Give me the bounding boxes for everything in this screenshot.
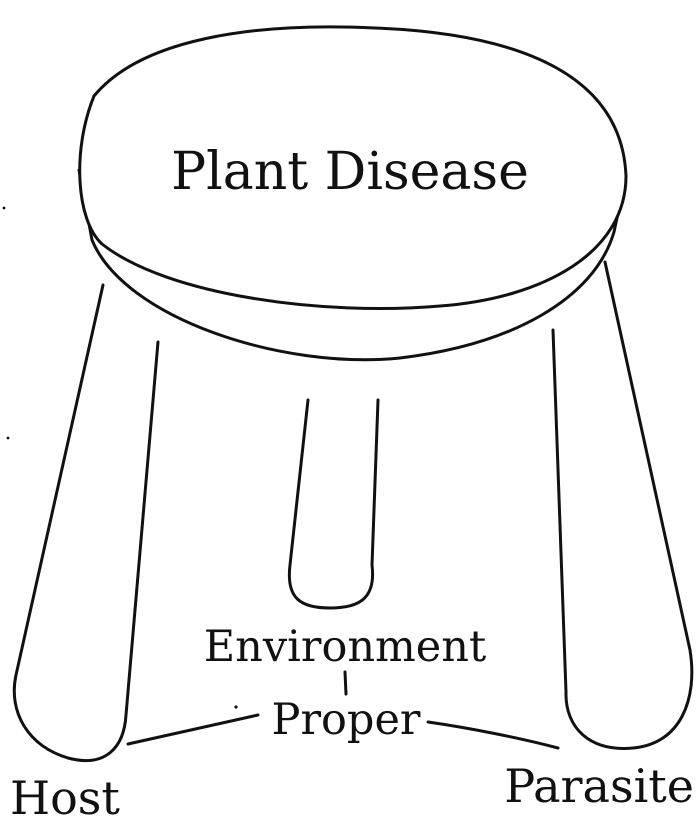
label-parasite: Parasite <box>504 763 694 809</box>
label-host: Host <box>10 775 120 821</box>
scan-dot <box>7 437 10 440</box>
stool-leg-back <box>289 400 378 608</box>
scan-dot <box>3 207 6 210</box>
diagram-title: Plant Disease <box>120 146 580 198</box>
stool-leg-left <box>14 285 158 761</box>
label-proper: Proper <box>268 699 424 742</box>
label-environment: Environment <box>200 626 490 669</box>
scan-dot <box>234 705 237 708</box>
connector-proper-host <box>128 715 258 744</box>
connector-proper-parasite <box>428 722 558 748</box>
connector-environment-proper <box>345 672 346 694</box>
stool-leg-right <box>553 262 692 748</box>
